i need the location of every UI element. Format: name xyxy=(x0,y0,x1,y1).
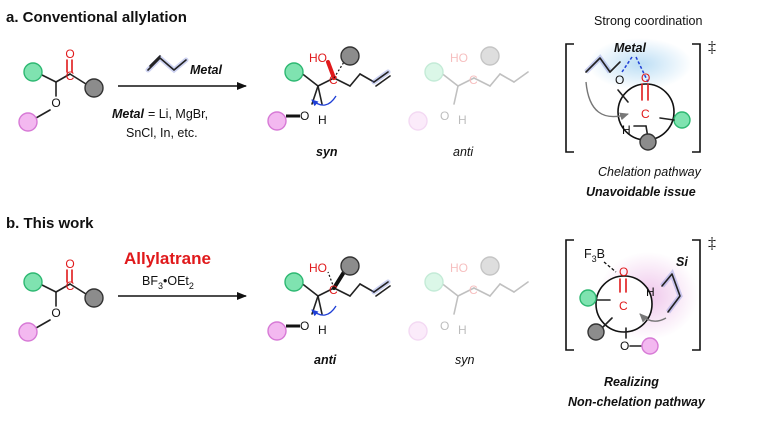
metal-definition-line2: SnCl, In, etc. xyxy=(126,126,198,140)
anti-ether-o: O xyxy=(300,319,309,333)
panel-b-transition-state: ‡ F3B Si O C H O Realizing Non-chelation… xyxy=(565,235,716,409)
atom-c-carbonyl: C xyxy=(66,69,75,83)
anti-carbinol-c: C xyxy=(329,283,338,297)
panel-a-product-syn: HO C O H xyxy=(267,46,391,131)
ts-b-dagger: ‡ xyxy=(708,235,716,252)
ts-a-metal: Metal xyxy=(614,41,646,55)
label-anti-major: anti xyxy=(314,353,337,367)
panel-b-starting-material: O C O xyxy=(18,257,104,342)
ts-a-issue: Unavoidable issue xyxy=(586,185,696,199)
svg-text:H: H xyxy=(646,285,655,299)
svg-text:H: H xyxy=(622,123,631,137)
b-atom-c-carbonyl: C xyxy=(66,279,75,293)
syn-ether-o: O xyxy=(300,109,309,123)
syn-hydroxyl: HO xyxy=(309,51,327,65)
panel-b-heading: b. This work xyxy=(6,215,94,232)
svg-text:C: C xyxy=(469,283,478,297)
svg-text:C: C xyxy=(619,299,628,313)
panel-a-product-anti-faded: HO C O H xyxy=(408,46,529,131)
panel-a-transition-state: Strong coordination ‡ Metal O O C H Chel… xyxy=(565,14,716,199)
anti-h: H xyxy=(318,323,327,337)
b-atom-o-ether: O xyxy=(51,306,60,320)
svg-text:HO: HO xyxy=(450,51,468,65)
syn-h: H xyxy=(318,113,327,127)
ts-a-title: Strong coordination xyxy=(594,14,702,28)
atom-o-carbonyl: O xyxy=(65,47,74,61)
b-atom-o-carbonyl: O xyxy=(65,257,74,271)
svg-text:O: O xyxy=(440,319,449,333)
gray-substituent xyxy=(84,78,104,98)
ts-b-si: Si xyxy=(676,255,688,269)
svg-text:O: O xyxy=(440,109,449,123)
label-syn-major: syn xyxy=(316,145,338,159)
panel-b-product-anti: HO C O H xyxy=(267,256,391,341)
ts-a-dagger: ‡ xyxy=(708,39,716,56)
ts-b-realizing: Realizing xyxy=(604,375,659,389)
reagent-metal: Metal xyxy=(190,63,222,77)
ts-a-pathway: Chelation pathway xyxy=(598,165,702,179)
anti-hydroxyl: HO xyxy=(309,261,327,275)
panel-b-product-syn-faded: HO C O H xyxy=(408,256,529,341)
svg-text:O: O xyxy=(619,265,628,279)
reagent-allylatrane: Allylatrane xyxy=(124,249,211,268)
label-syn-minor: syn xyxy=(455,353,475,367)
svg-text:O: O xyxy=(641,71,650,85)
green-substituent xyxy=(23,62,43,82)
syn-carbinol-c: C xyxy=(329,73,338,87)
ts-b-f3b: F3B xyxy=(584,247,605,264)
svg-text:O: O xyxy=(615,73,624,87)
svg-text:C: C xyxy=(641,107,650,121)
metal-definition-line1: Metal= Li, MgBr, xyxy=(112,107,208,121)
label-anti-minor: anti xyxy=(453,145,474,159)
svg-text:HO: HO xyxy=(450,261,468,275)
atom-o-ether: O xyxy=(51,96,60,110)
lewis-acid-bf3-oet2: BF3•OEt2 xyxy=(142,274,194,291)
pink-substituent xyxy=(18,112,38,132)
panel-a-starting-material: O C O xyxy=(18,47,104,132)
svg-text:O: O xyxy=(620,339,629,353)
svg-text:C: C xyxy=(469,73,478,87)
svg-text:H: H xyxy=(458,113,467,127)
svg-text:H: H xyxy=(458,323,467,337)
ts-b-pathway: Non-chelation pathway xyxy=(568,395,706,409)
panel-a-heading: a. Conventional allylation xyxy=(6,9,187,26)
panel-a-reagent: Metal xyxy=(145,54,222,77)
